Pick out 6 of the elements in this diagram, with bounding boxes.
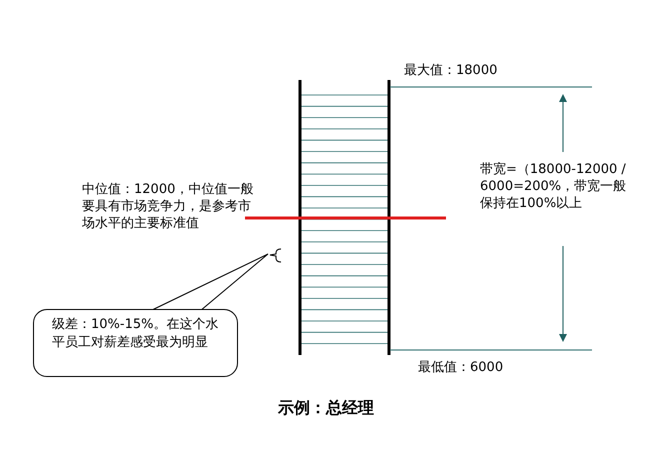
- bandwidth-note: 带宽=（18000-12000 / 6000=200%，带宽一般保持在100%以上: [480, 161, 628, 212]
- max-value-label: 最大值：18000: [404, 62, 498, 79]
- median-note: 中位值：12000，中位值一般要具有市场竞争力，是参考市场水平的主要标准值: [82, 181, 254, 232]
- min-value-label: 最低值：6000: [418, 359, 504, 376]
- callout-text: 级差：10%-15%。在这个水平员工对薪差感受最为明显: [52, 316, 220, 352]
- caption: 示例：总经理: [277, 398, 375, 418]
